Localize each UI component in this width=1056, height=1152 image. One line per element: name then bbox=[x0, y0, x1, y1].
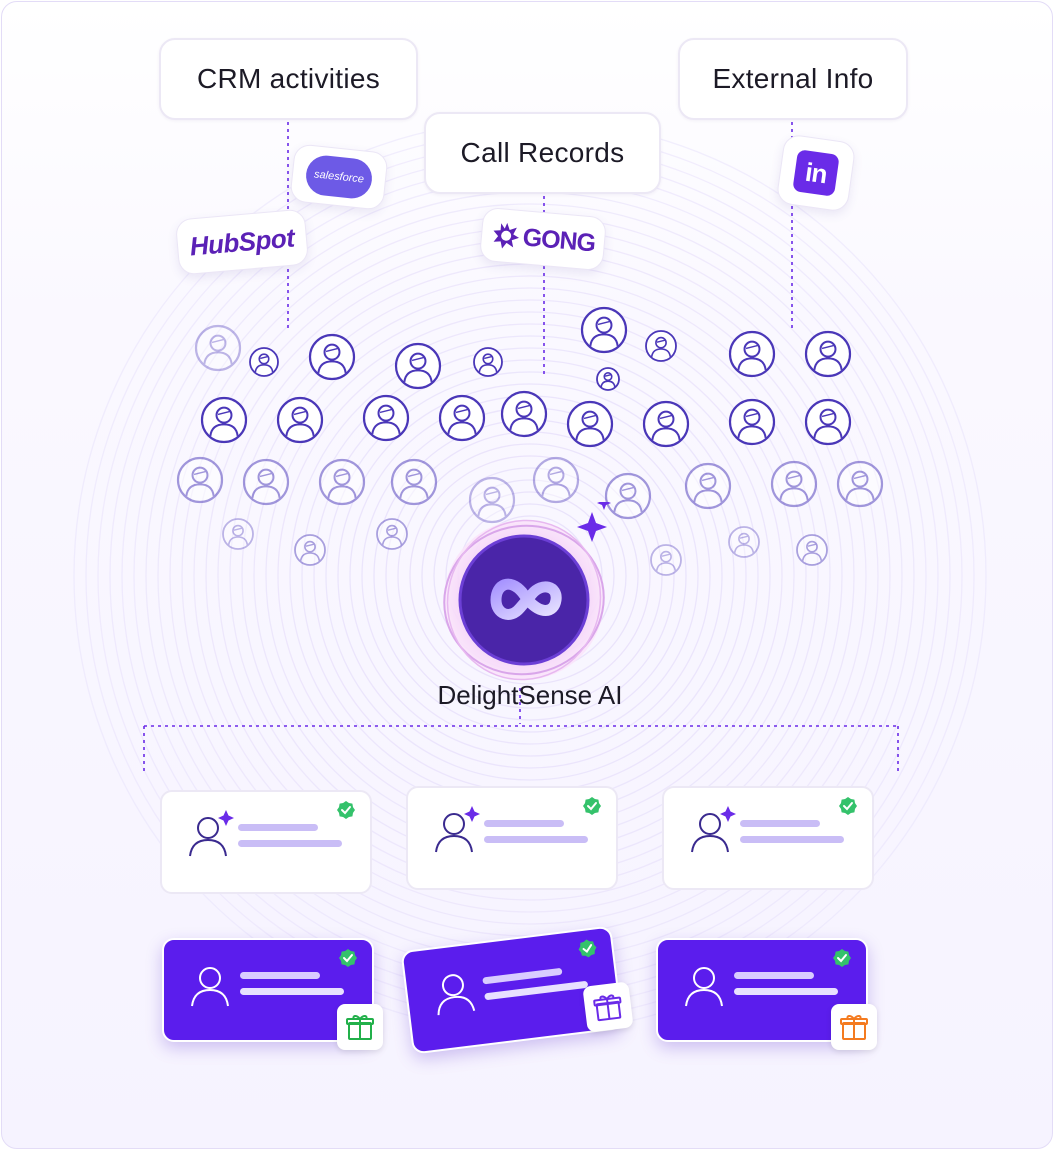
person-icon bbox=[318, 458, 366, 506]
text-placeholder-bar bbox=[734, 972, 814, 979]
crm-activities-box: CRM activities bbox=[159, 38, 418, 120]
user-icon bbox=[191, 967, 229, 1007]
person-icon bbox=[500, 390, 548, 438]
user-icon bbox=[437, 974, 476, 1016]
gift-icon bbox=[840, 1015, 868, 1040]
ring bbox=[409, 455, 651, 697]
text-placeholder-bar bbox=[482, 968, 563, 985]
person-icon bbox=[394, 342, 442, 390]
text-placeholder-bar bbox=[484, 820, 564, 827]
person-icon bbox=[249, 347, 279, 377]
person-icon bbox=[645, 330, 677, 362]
person-icon bbox=[796, 534, 828, 566]
person-icon bbox=[566, 400, 614, 448]
text-placeholder-bar bbox=[734, 988, 838, 995]
person-icon bbox=[804, 330, 852, 378]
gong-burst-icon bbox=[493, 222, 519, 249]
person-icon bbox=[728, 526, 760, 558]
gift-icon bbox=[593, 994, 622, 1022]
person-icon bbox=[473, 347, 503, 377]
person-icon bbox=[176, 456, 224, 504]
verified-check-icon bbox=[337, 801, 355, 819]
user-icon bbox=[691, 813, 729, 853]
person-icon bbox=[376, 518, 408, 550]
person-icon bbox=[604, 472, 652, 520]
person-icon bbox=[242, 458, 290, 506]
person-icon bbox=[200, 396, 248, 444]
sparkle-icon bbox=[218, 810, 234, 826]
person-icon bbox=[728, 330, 776, 378]
text-placeholder-bar bbox=[484, 836, 588, 843]
external-info-label: External Info bbox=[712, 63, 874, 94]
user-icon bbox=[189, 817, 227, 857]
text-placeholder-bar bbox=[238, 840, 342, 847]
gift-icon bbox=[346, 1015, 374, 1040]
delightsense-logo bbox=[443, 502, 611, 681]
person-icon bbox=[294, 534, 326, 566]
person-icon bbox=[836, 460, 884, 508]
person-icon bbox=[684, 462, 732, 510]
crm-activities-label: CRM activities bbox=[196, 63, 381, 94]
gong-logo: GONG bbox=[478, 206, 608, 272]
ring bbox=[397, 443, 663, 709]
user-icon bbox=[435, 813, 473, 853]
person-icon bbox=[580, 306, 628, 354]
person-icon bbox=[770, 460, 818, 508]
external-info-box: External Info bbox=[678, 38, 908, 120]
person-icon bbox=[276, 396, 324, 444]
verified-check-icon bbox=[583, 797, 601, 815]
sparkle-icon bbox=[464, 806, 480, 822]
gift-badge-2 bbox=[582, 981, 634, 1033]
call-records-label: Call Records bbox=[460, 137, 625, 168]
ring bbox=[337, 383, 723, 769]
person-icon bbox=[650, 544, 682, 576]
person-icon bbox=[728, 398, 776, 446]
ring bbox=[325, 371, 735, 781]
text-placeholder-bar bbox=[240, 972, 320, 979]
gift-badge-1 bbox=[337, 1004, 383, 1050]
gift-card-2-content bbox=[437, 939, 597, 1016]
delightsense-label: DelightSense AI bbox=[437, 680, 623, 710]
verified-check-icon bbox=[578, 939, 597, 958]
person-icon bbox=[308, 333, 356, 381]
person-icon bbox=[468, 476, 516, 524]
text-placeholder-bar bbox=[484, 981, 588, 1000]
audience-icons bbox=[176, 306, 884, 576]
person-icon bbox=[804, 398, 852, 446]
gift-badge-3 bbox=[831, 1004, 877, 1050]
sparkle-icon bbox=[577, 502, 611, 542]
person-icon bbox=[390, 458, 438, 506]
user-icon bbox=[685, 967, 723, 1007]
person-icon bbox=[532, 456, 580, 504]
verified-check-icon bbox=[833, 949, 851, 967]
text-placeholder-bar bbox=[740, 820, 820, 827]
text-placeholder-bar bbox=[238, 824, 318, 831]
sparkle-icon bbox=[720, 806, 736, 822]
person-icon bbox=[642, 400, 690, 448]
person-icon bbox=[438, 394, 486, 442]
infinity-icon bbox=[490, 578, 562, 620]
person-icon bbox=[596, 367, 620, 391]
person-icon bbox=[222, 518, 254, 550]
person-icon bbox=[362, 394, 410, 442]
person-icon bbox=[194, 324, 242, 372]
verified-check-icon bbox=[339, 949, 357, 967]
text-placeholder-bar bbox=[740, 836, 844, 843]
call-records-box: Call Records bbox=[424, 112, 661, 194]
ring bbox=[421, 467, 639, 685]
verified-check-icon bbox=[839, 797, 857, 815]
text-placeholder-bar bbox=[240, 988, 344, 995]
